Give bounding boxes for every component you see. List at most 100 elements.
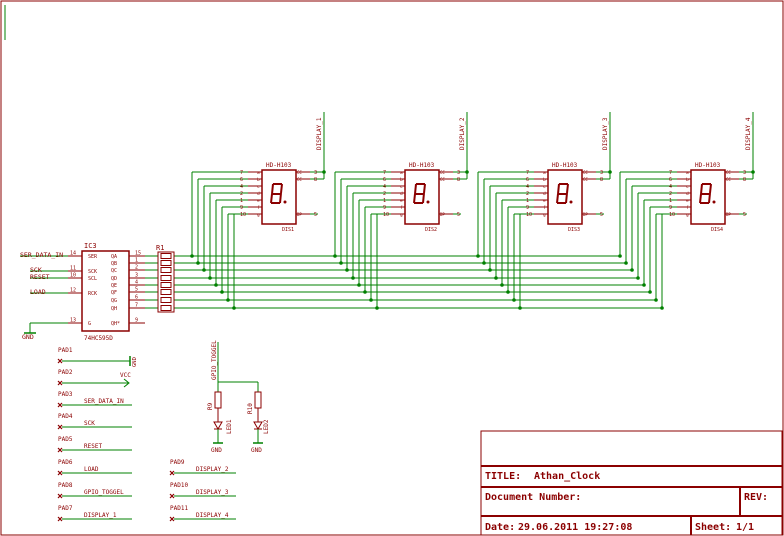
junction-dot (482, 261, 486, 265)
pad-label: PAD6 (58, 459, 73, 466)
display-pin-number: 2 (669, 191, 672, 197)
display-seg-name: c (686, 185, 689, 190)
led2-gnd: GND (251, 447, 262, 454)
display-seg-name: d (686, 191, 689, 197)
junction-dot (630, 268, 634, 272)
junction-dot (488, 268, 492, 272)
r1-element (160, 260, 172, 266)
pad-net-label: DISPLAY_2 (196, 466, 229, 473)
junction-dot (190, 254, 194, 258)
junction-dot (636, 276, 640, 280)
display-seg-name: d (543, 191, 546, 197)
net-gnd-ic: GND (22, 333, 34, 341)
ic-pin-name: G (88, 321, 91, 327)
ic-pin-number: 4 (135, 280, 138, 286)
r9-label: R9 (207, 402, 214, 410)
pad-label: PAD9 (170, 459, 185, 466)
title-value: Athan_Clock (534, 471, 600, 482)
junction-dot (660, 306, 664, 310)
pad-label: PAD11 (170, 505, 188, 512)
segment (557, 183, 560, 195)
display-pin-number: 9 (383, 205, 386, 211)
pad-net-label: LOAD (84, 466, 99, 473)
junction-dot (608, 170, 612, 174)
ic-pin-name: QA (111, 254, 117, 260)
junction-dot (512, 298, 516, 302)
pad-x-icon (57, 447, 63, 453)
display-seg-name: f (543, 205, 546, 211)
junction-dot (363, 290, 367, 294)
display-body (261, 169, 297, 225)
display-pin-number: 6 (240, 177, 243, 183)
display-part: HD-H103 (409, 162, 435, 169)
display-pin-number: 2 (240, 191, 243, 197)
r1-element (160, 305, 172, 311)
pad-x-icon (169, 493, 175, 499)
display-pin-number: 7 (669, 170, 672, 176)
junction-dot (518, 306, 522, 310)
led1-label: LED1 (226, 419, 233, 434)
junction-dot (202, 268, 206, 272)
r1-outline (157, 251, 175, 313)
display-pin-number: 1 (669, 198, 672, 204)
display-pin-number: 5 (314, 212, 317, 218)
junction-dot (506, 290, 510, 294)
date-value: 29.06.2011 19:27:08 (518, 522, 632, 533)
display-pin-number: 9 (240, 205, 243, 211)
ic-pin-number: 13 (70, 318, 76, 324)
ic-pin-name: QG (111, 298, 117, 304)
display-seg-name: CC (297, 170, 302, 175)
junction-dot (648, 290, 652, 294)
pad-x-icon (169, 516, 175, 522)
docnum-label: Document Number: (485, 492, 581, 503)
ic-pin-name: QH (111, 306, 117, 312)
display-seg-name: c (257, 185, 260, 190)
junction-dot (369, 298, 373, 302)
pad-label: PAD5 (58, 436, 73, 443)
display-seg-name: a (257, 171, 260, 176)
ic-ref: IC3 (84, 242, 97, 250)
ic-pin-name: RCK (88, 291, 97, 297)
net-ser-data-in: SER_DATA_IN (20, 251, 63, 259)
display-part: HD-H103 (695, 162, 721, 169)
ic-pin-number: 11 (70, 266, 76, 272)
display-seg-name: b (257, 177, 260, 183)
wires (4, 5, 754, 334)
display-seg-name: b (686, 177, 689, 183)
ic-pin-number: 7 (135, 303, 138, 309)
led1-gnd: GND (211, 447, 222, 454)
display-pin-number: 3 (457, 170, 460, 176)
rev-label: REV: (744, 492, 768, 503)
junction-dot (465, 170, 469, 174)
pad-net-label: SCK (84, 420, 95, 427)
display-ref: DIS3 (568, 227, 580, 233)
ic-pin-number: 9 (135, 318, 138, 324)
pad-label: PAD2 (58, 369, 73, 376)
display-ref: DIS2 (425, 227, 437, 233)
junction-dot (500, 283, 504, 287)
display-seg-name: e (400, 199, 403, 204)
display-pin-number: 4 (240, 184, 243, 190)
shift-register-ic3: IC3 74HC595D 14SER11SCK10SCL12RCK13G15QA… (68, 242, 145, 342)
pad-x-icon (57, 380, 63, 386)
junction-dot (357, 283, 361, 287)
display-seg-name: f (400, 205, 403, 211)
display-part: HD-H103 (552, 162, 578, 169)
decimal-point (426, 200, 430, 204)
r1-ref: R1 (156, 244, 164, 252)
display-seg-name: DP (583, 212, 588, 217)
segment (423, 183, 426, 194)
display-body (547, 169, 583, 225)
segment (700, 183, 703, 195)
date-label: Date: (485, 522, 515, 533)
display-seg-name: DP (297, 212, 302, 217)
